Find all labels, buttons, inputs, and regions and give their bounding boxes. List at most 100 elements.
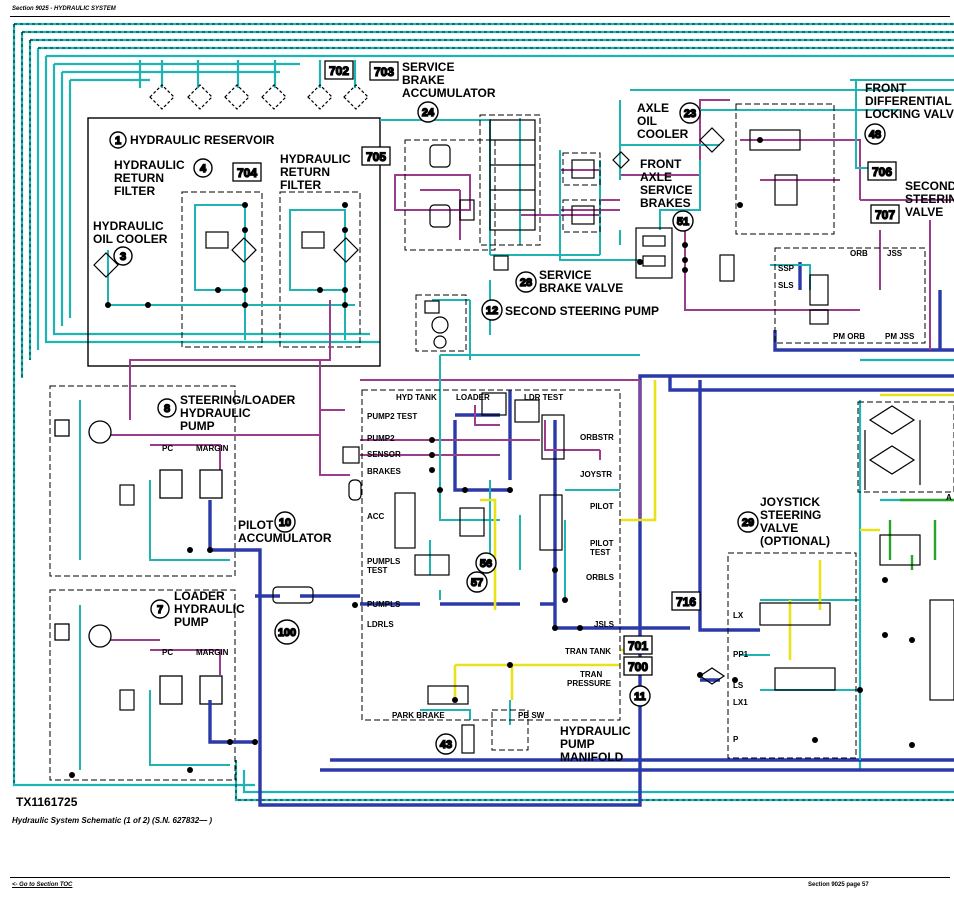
callout-48: 48 xyxy=(864,123,886,145)
label-fdl-l2: DIFFERENTIAL xyxy=(865,94,952,108)
svg-text:23: 23 xyxy=(684,108,696,120)
label-slp-l2: HYDRAULIC xyxy=(180,406,251,420)
box-704: 704 xyxy=(232,162,262,182)
front-axle-brakes-box xyxy=(635,227,673,279)
hydraulic-pump-manifold-box xyxy=(361,389,621,721)
svg-text:4: 4 xyxy=(200,163,207,175)
label-second-l1: SECOND xyxy=(905,179,954,193)
svg-text:705: 705 xyxy=(366,150,386,164)
svg-text:700: 700 xyxy=(628,660,648,674)
return-line-bundle xyxy=(12,22,954,802)
second-steering-pump-box xyxy=(415,294,467,352)
label-jsv-l3: VALVE xyxy=(760,521,798,535)
svg-text:702: 702 xyxy=(329,64,349,78)
callout-3: 3 xyxy=(113,246,133,266)
service-brake-valve-box xyxy=(479,114,541,246)
go-to-section-toc-link[interactable]: <- Go to Section TOC xyxy=(12,882,73,888)
label-pumpls-test-l1: PUMPLS xyxy=(367,557,401,566)
brake-box-2 xyxy=(562,199,601,233)
box-701: 701 xyxy=(623,635,653,655)
svg-text:11: 11 xyxy=(634,691,646,703)
callout-100: 100 xyxy=(274,619,300,645)
label-hyd-tank: HYD TANK xyxy=(396,393,437,402)
label-pa-l2: ACCUMULATOR xyxy=(238,531,332,545)
callout-51: 51 xyxy=(672,210,694,232)
label-axle-l3: COOLER xyxy=(637,127,689,141)
callout-57: 57 xyxy=(466,571,488,593)
label-fasb-l4: BRAKES xyxy=(640,196,691,210)
label-ls: LS xyxy=(733,681,744,690)
label-ldr-test: LDR TEST xyxy=(524,393,563,402)
label-hpm-l1: HYDRAULIC xyxy=(560,724,631,738)
page-number: Section 9025 page 57 xyxy=(808,882,869,888)
label-joystr: JOYSTR xyxy=(580,470,612,479)
label-pc-2: PC xyxy=(162,648,173,657)
return-filter-2-box xyxy=(279,191,361,348)
label-pm-jss: PM JSS xyxy=(885,332,915,341)
right-valve-box xyxy=(857,401,954,493)
label-pump2: PUMP2 xyxy=(367,434,395,443)
joystick-valve-box xyxy=(727,552,857,759)
svg-text:706: 706 xyxy=(872,165,892,179)
second-steering-valve-box xyxy=(774,247,926,344)
label-ldrls: LDRLS xyxy=(367,620,394,629)
label-lx1: LX1 xyxy=(733,698,748,707)
label-sensor: SENSOR xyxy=(367,450,401,459)
label-lx: LX xyxy=(733,611,744,620)
strainer-symbols xyxy=(149,84,369,110)
label-p: P xyxy=(733,735,739,744)
loader-pump-box xyxy=(49,589,236,781)
callout-1: 1 xyxy=(109,131,127,149)
box-703: 703 xyxy=(369,61,399,81)
callout-43: 43 xyxy=(435,733,457,755)
svg-text:56: 56 xyxy=(480,558,492,570)
magenta-pilot-lines xyxy=(319,99,954,521)
label-pc-1: PC xyxy=(162,444,173,453)
callout-8: 8 xyxy=(157,398,177,418)
label-jsv-l1: JOYSTICK xyxy=(760,495,820,509)
svg-text:100: 100 xyxy=(278,627,296,639)
svg-text:12: 12 xyxy=(486,305,498,317)
yellow-pilot-lines xyxy=(453,380,954,700)
junction-dots xyxy=(69,137,915,778)
park-brake-box xyxy=(491,709,529,751)
label-second-l3: VALVE xyxy=(905,205,943,219)
label-pumpls-test-l2: TEST xyxy=(367,566,388,575)
box-716: 716 xyxy=(671,591,701,611)
svg-text:29: 29 xyxy=(742,517,754,529)
label-pa-l1: PILOT xyxy=(238,518,274,532)
box-706: 706 xyxy=(867,161,897,181)
label-lhp-l2: HYDRAULIC xyxy=(174,602,245,616)
svg-text:703: 703 xyxy=(374,65,394,79)
figure-id: TX1161725 xyxy=(16,795,78,809)
box-707: 707 xyxy=(870,204,900,224)
label-slp-l3: PUMP xyxy=(180,419,215,433)
box-700: 700 xyxy=(623,656,653,676)
label-brakes: BRAKES xyxy=(367,467,401,476)
label-a: A xyxy=(946,493,952,502)
callout-29: 29 xyxy=(737,511,759,533)
svg-text:7: 7 xyxy=(157,604,163,616)
label-fdl-l1: FRONT xyxy=(865,81,907,95)
label-pilot-test-l1: PILOT xyxy=(590,539,614,548)
hydraulic-schematic: 1 4 3 24 23 48 51 28 12 8 10 29 56 57 7 … xyxy=(12,22,954,807)
label-second-l2: STEERING xyxy=(905,192,954,206)
label-fasb-l1: FRONT xyxy=(640,157,682,171)
callout-4: 4 xyxy=(193,158,213,178)
label-loader: LOADER xyxy=(456,393,490,402)
label-pilot-test-l2: TEST xyxy=(590,548,611,557)
hydraulic-reservoir-tank xyxy=(87,117,381,367)
label-return-filter-l1: HYDRAULIC xyxy=(114,158,185,172)
label-sls: SLS xyxy=(778,281,794,290)
svg-text:57: 57 xyxy=(471,577,483,589)
label-axle-l2: OIL xyxy=(637,114,657,128)
svg-text:716: 716 xyxy=(676,595,696,609)
label-sbv-l2: BRAKE VALVE xyxy=(539,281,623,295)
label-margin-1: MARGIN xyxy=(196,444,229,453)
callout-24: 24 xyxy=(417,101,439,123)
callout-28: 28 xyxy=(515,271,537,293)
label-tran-pressure-l2: PRESSURE xyxy=(567,679,612,688)
steering-loader-pump-box xyxy=(49,385,236,577)
label-second-steering-pump: SECOND STEERING PUMP xyxy=(505,304,659,318)
label-oil-cooler-l2: OIL COOLER xyxy=(93,232,168,246)
